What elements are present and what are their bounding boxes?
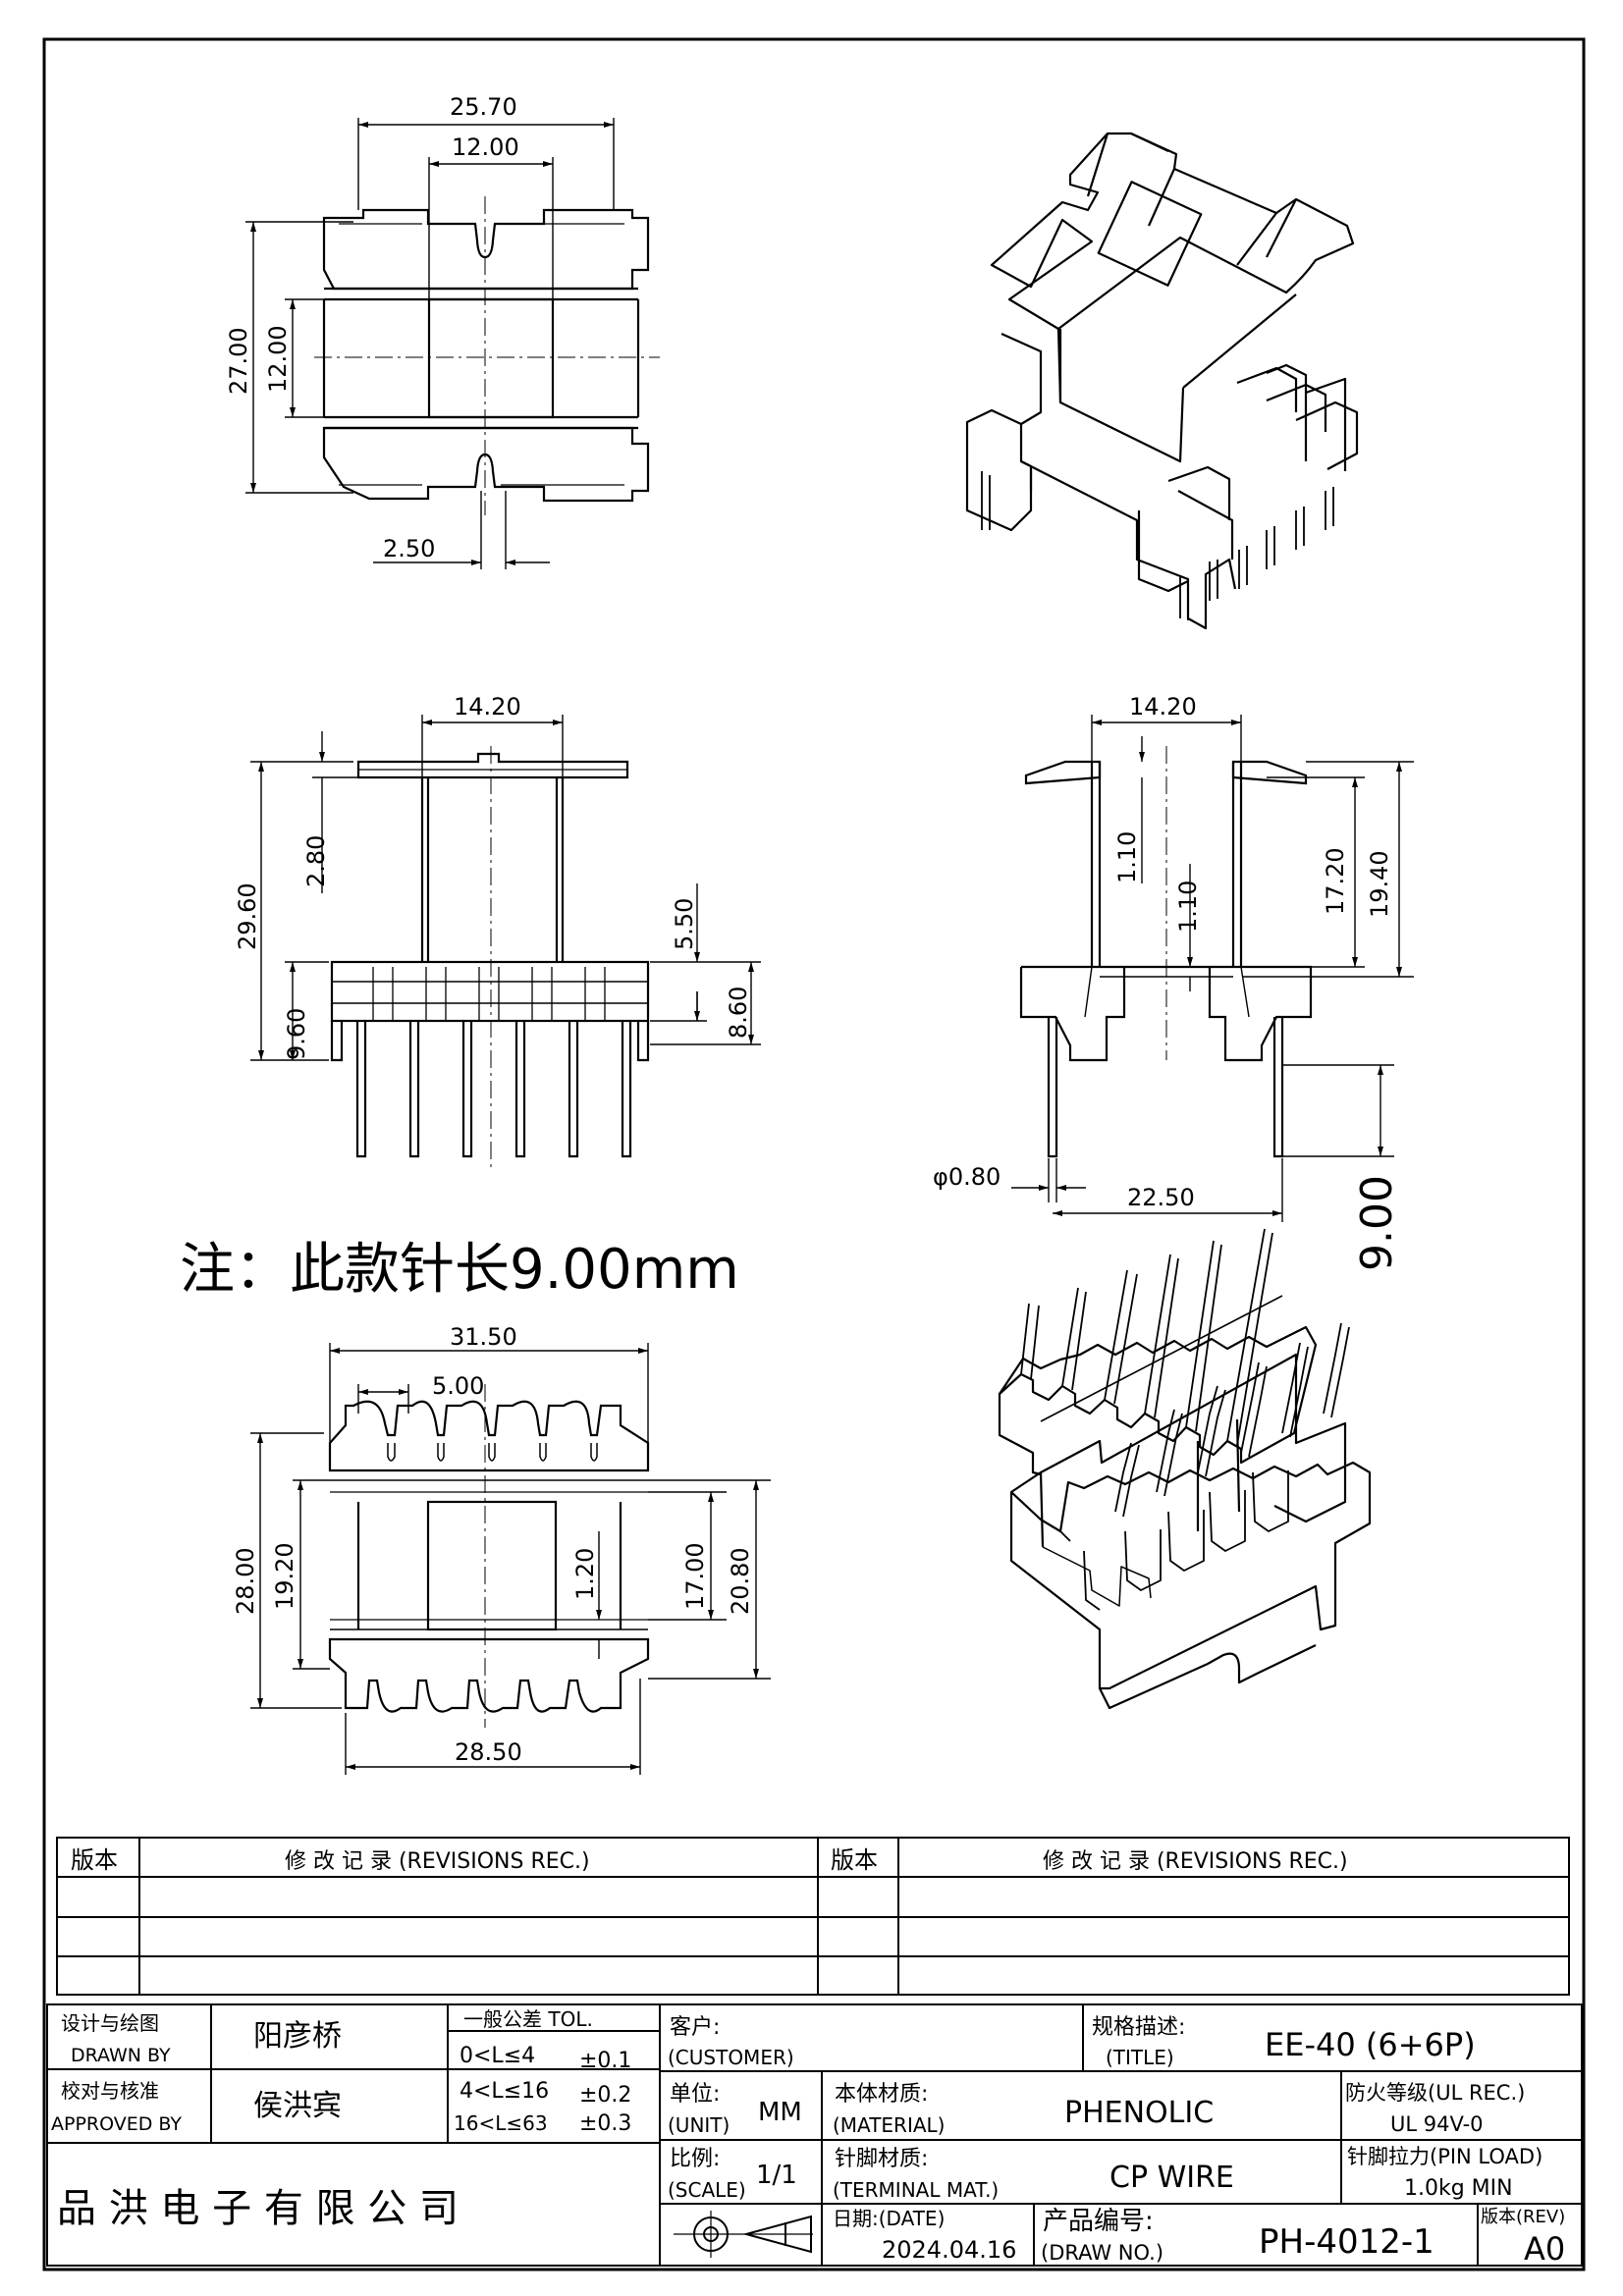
revision-table [56, 1837, 1570, 1996]
dim-top-inner: 12.00 [452, 133, 519, 161]
customer-label-cn: 客户: [670, 2015, 720, 2040]
date-label: 日期:(DATE) [833, 2207, 945, 2230]
dim-front-total: 29.60 [234, 882, 261, 950]
dim-bottom-pitch: 5.00 [432, 1372, 484, 1400]
dim-bottom-h1: 17.00 [681, 1542, 709, 1610]
tolerance-range-2: 4<L≤16 [460, 2079, 549, 2104]
unit-label-en: (UNIT) [668, 2113, 730, 2137]
scale-label-cn: 比例: [670, 2147, 720, 2171]
revision-version-header-2: 版本 [831, 1846, 878, 1874]
dim-bottom-width: 31.50 [450, 1323, 517, 1351]
ul-value: UL 94V-0 [1390, 2112, 1484, 2136]
drawn-by-label-cn: 设计与绘图 [61, 2011, 159, 2035]
revision-version-header: 版本 [71, 1847, 118, 1874]
dim-side-wall-b: 1.10 [1174, 881, 1202, 933]
draw-no-value: PH-4012-1 [1259, 2222, 1434, 2262]
dim-bottom-h2: 20.80 [727, 1547, 754, 1615]
tolerance-label: 一般公差 TOL. [463, 2007, 593, 2031]
scale-label-en: (SCALE) [668, 2178, 746, 2202]
company-name: 品 洪 电 子 有 限 公 司 [57, 2186, 459, 2231]
dim-side-wall-a: 1.10 [1113, 831, 1141, 883]
dim-top-height: 27.00 [225, 327, 252, 395]
title-label-cn: 规格描述: [1092, 2015, 1185, 2040]
iso-view-bottom [998, 1228, 1372, 1710]
dim-side-h1: 17.20 [1322, 847, 1349, 915]
front-view [330, 746, 650, 1168]
terminal-value: CP WIRE [1109, 2161, 1234, 2195]
dim-pin-length: 9.00 [1352, 1175, 1402, 1271]
scale-value: 1/1 [756, 2161, 797, 2190]
sheet-border [42, 37, 1586, 2271]
pin-load-value: 1.0kg MIN [1404, 2176, 1513, 2201]
material-label-en: (MATERIAL) [833, 2113, 945, 2137]
dim-front-width: 14.20 [454, 693, 521, 721]
revision-record-header-2: 修 改 记 录 (REVISIONS REC.) [1043, 1849, 1348, 1874]
pin-load-label: 针脚拉力(PIN LOAD) [1347, 2145, 1542, 2168]
top-view [314, 196, 660, 515]
terminal-label-en: (TERMINAL MAT.) [833, 2178, 999, 2202]
dim-pin-span: 22.50 [1127, 1184, 1195, 1211]
dim-top-slot: 2.50 [383, 535, 435, 562]
tolerance-range-1: 0<L≤4 [460, 2044, 535, 2068]
approved-by-label-cn: 校对与核准 [61, 2079, 159, 2103]
date-value: 2024.04.16 [882, 2236, 1016, 2264]
bottom-view [328, 1384, 650, 1728]
material-label-cn: 本体材质: [835, 2082, 928, 2107]
dim-bottom-base: 28.50 [455, 1738, 522, 1766]
dim-front-base: 9.60 [283, 1008, 310, 1060]
tolerance-range-3: 16<L≤63 [454, 2111, 548, 2135]
tolerance-value-1: ±0.1 [579, 2049, 631, 2073]
unit-label-cn: 单位: [670, 2082, 720, 2107]
revision-label: 版本(REV) [1481, 2207, 1565, 2227]
revision-record-header: 修 改 记 录 (REVISIONS REC.) [285, 1849, 590, 1874]
draw-no-label-cn: 产品编号: [1043, 2207, 1154, 2236]
terminal-label-cn: 针脚材质: [835, 2147, 928, 2171]
side-view [1019, 746, 1313, 1158]
side-view-dims [1011, 715, 1414, 1222]
title-value: EE-40 (6+6P) [1265, 2026, 1476, 2063]
dim-side-width: 14.20 [1129, 693, 1197, 721]
dim-top-inner-h: 12.00 [264, 325, 292, 393]
dim-top-width: 25.70 [450, 93, 517, 121]
title-block [46, 2003, 1583, 2267]
dim-pin-diameter: φ0.80 [933, 1163, 1001, 1191]
bottom-view-dims [250, 1343, 771, 1775]
dim-bottom-height: 28.00 [232, 1547, 259, 1615]
iso-view-top [965, 132, 1359, 630]
material-value: PHENOLIC [1064, 2096, 1214, 2130]
ul-label: 防火等级(UL REC.) [1345, 2081, 1525, 2105]
drawn-by-label-en: DRAWN BY [71, 2045, 171, 2066]
dim-front-pin-gap: 5.50 [671, 898, 698, 950]
dim-side-h2: 19.40 [1366, 850, 1393, 918]
tolerance-value-2: ±0.2 [579, 2083, 631, 2108]
approved-by-label-en: APPROVED BY [51, 2113, 182, 2135]
title-label-en: (TITLE) [1106, 2046, 1174, 2069]
unit-value: MM [758, 2098, 802, 2127]
pin-length-note: 注：此款针长9.00mm [180, 1238, 739, 1302]
dim-bottom-wall: 1.20 [571, 1548, 599, 1600]
dim-bottom-inner: 19.20 [271, 1542, 298, 1610]
top-view-dims [245, 118, 615, 569]
draw-no-label-en: (DRAW NO.) [1041, 2241, 1163, 2265]
dim-front-top: 2.80 [302, 835, 330, 887]
revision-value: A0 [1524, 2230, 1565, 2268]
front-view-dims [250, 715, 761, 1061]
approved-by-name: 侯洪宾 [253, 2089, 342, 2123]
dim-front-base-h: 8.60 [725, 987, 752, 1039]
drawn-by-name: 阳彦桥 [253, 2019, 342, 2054]
customer-label-en: (CUSTOMER) [668, 2046, 794, 2069]
tolerance-value-3: ±0.3 [579, 2111, 631, 2136]
